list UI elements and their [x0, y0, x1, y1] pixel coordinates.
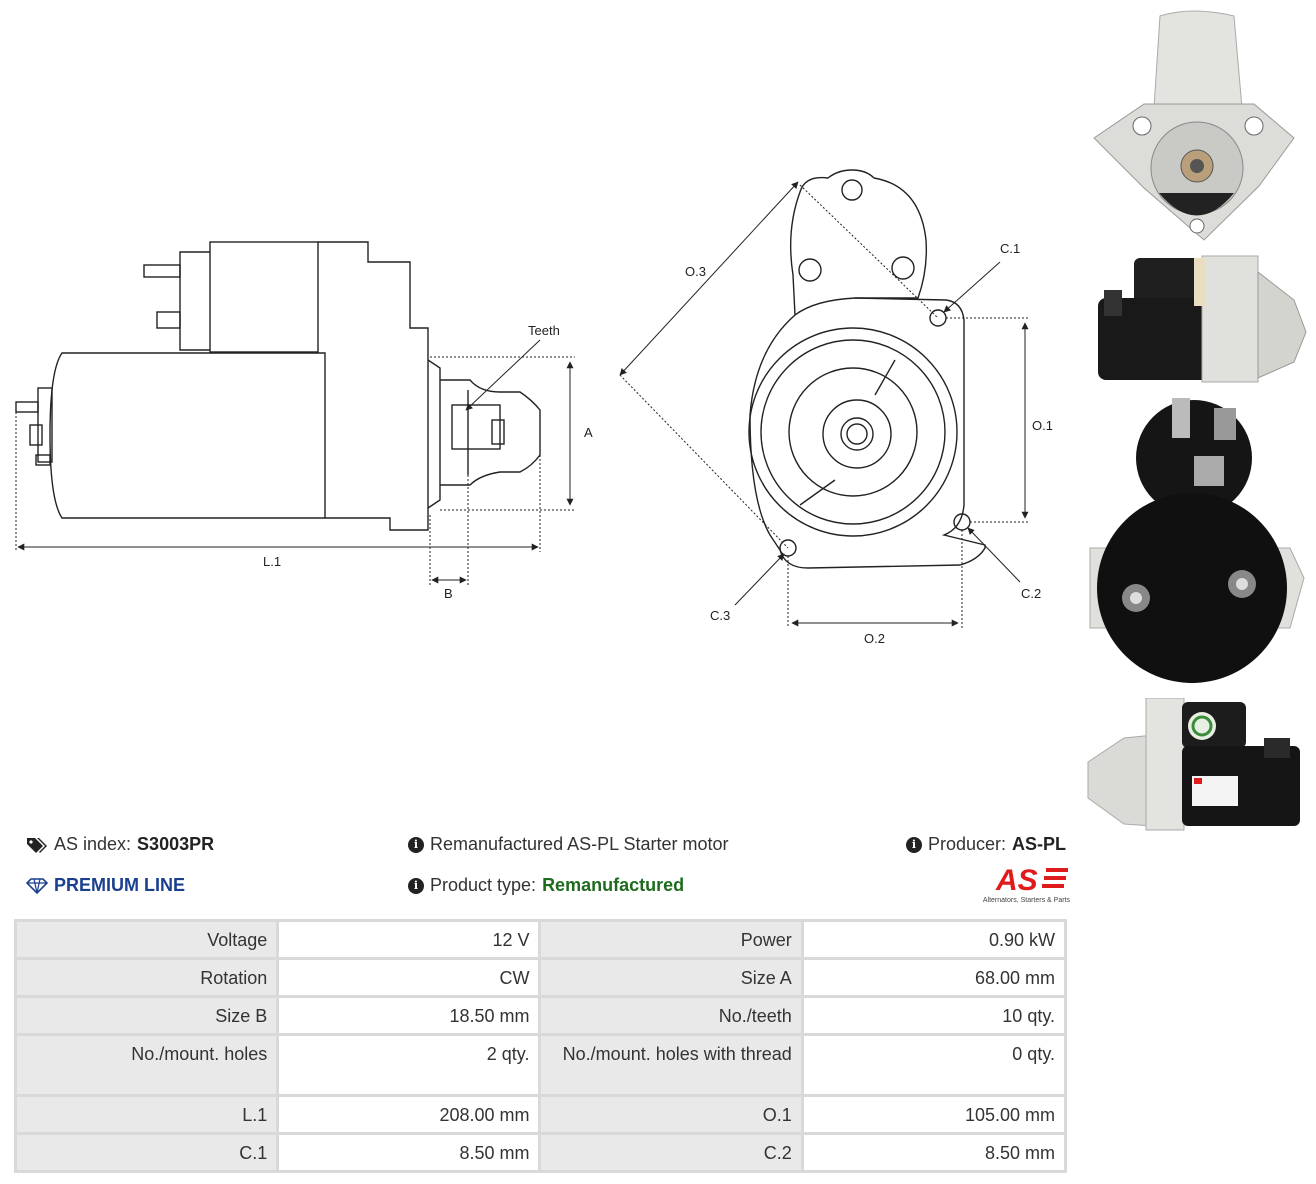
info-icon: i	[408, 877, 424, 894]
teeth-label: Teeth	[528, 323, 560, 338]
dim-b-label: B	[444, 586, 453, 601]
spec-key: Size A	[538, 957, 804, 998]
spec-key: No./teeth	[538, 995, 804, 1036]
as-pl-logo: AS Alternators, Starters & Parts	[966, 864, 1070, 904]
product-type-label: Product type:	[430, 875, 537, 895]
photo-rear-view[interactable]	[1084, 398, 1312, 688]
dim-o1-label: O.1	[1032, 418, 1053, 433]
product-type: i Product type: Remanufactured	[408, 875, 684, 896]
photo-side-view[interactable]	[1084, 252, 1312, 388]
as-index-value: S3003PR	[137, 834, 215, 854]
spec-key: C.2	[538, 1132, 804, 1173]
as-index-label: AS index:	[54, 834, 132, 854]
spec-value: 208.00 mm	[276, 1094, 542, 1135]
spec-value: 105.00 mm	[800, 1094, 1068, 1135]
spec-value: 0 qty.	[800, 1033, 1068, 1097]
photo-label-view[interactable]	[1084, 698, 1312, 838]
spec-key: No./mount. holes with thread	[538, 1033, 804, 1097]
dim-o2-label: O.2	[864, 631, 885, 646]
dim-o3-label: O.3	[685, 264, 706, 279]
spec-value: 10 qty.	[800, 995, 1068, 1036]
spec-key: O.1	[538, 1094, 804, 1135]
front-view-drawing	[748, 169, 986, 569]
side-view-drawing	[15, 241, 541, 531]
spec-key: Rotation	[13, 957, 280, 998]
spec-key: No./mount. holes	[13, 1033, 280, 1097]
spec-value: 12 V	[276, 919, 542, 960]
spec-key: L.1	[13, 1094, 280, 1135]
dim-l1-label: L.1	[263, 554, 281, 569]
photo-front-view[interactable]	[1084, 8, 1312, 242]
info-icon: i	[906, 836, 922, 853]
spec-value: 2 qty.	[276, 1033, 542, 1097]
producer: i Producer: AS-PL	[906, 834, 1066, 855]
producer-value: AS-PL	[1012, 834, 1067, 854]
dim-a-label: A	[584, 425, 593, 440]
description: i Remanufactured AS-PL Starter motor	[408, 834, 728, 855]
product-photos	[1084, 8, 1312, 848]
spec-value: 8.50 mm	[800, 1132, 1068, 1173]
as-index: AS index: S3003PR	[26, 834, 214, 855]
tags-icon	[27, 837, 47, 853]
spec-value: 0.90 kW	[800, 919, 1068, 960]
spec-key: Size B	[13, 995, 280, 1036]
spec-value: 68.00 mm	[800, 957, 1068, 998]
as-logo-mark: AS	[995, 864, 1068, 897]
svg-text:AS: AS	[995, 864, 1038, 894]
info-icon: i	[408, 836, 424, 853]
diamond-icon	[26, 877, 48, 894]
product-type-value: Remanufactured	[542, 875, 685, 895]
spec-key: C.1	[13, 1132, 280, 1173]
producer-label: Producer:	[928, 834, 1007, 854]
description-text: Remanufactured AS-PL Starter motor	[430, 834, 729, 854]
spec-key: Power	[538, 919, 804, 960]
dim-c3-label: C.3	[710, 608, 730, 623]
technical-drawing: Teeth A L.1 B O.3 C.1 O.1 C.2	[15, 169, 1053, 646]
premium-line-label: PREMIUM LINE	[54, 875, 186, 895]
spec-value: CW	[276, 957, 542, 998]
spec-key: Voltage	[13, 919, 280, 960]
premium-line: PREMIUM LINE	[26, 875, 185, 896]
logo-subtitle: Alternators, Starters & Parts	[982, 897, 1070, 904]
spec-value: 18.50 mm	[276, 995, 542, 1036]
spec-value: 8.50 mm	[276, 1132, 542, 1173]
dim-c2-label: C.2	[1021, 586, 1041, 601]
dim-c1-label: C.1	[1000, 241, 1020, 256]
